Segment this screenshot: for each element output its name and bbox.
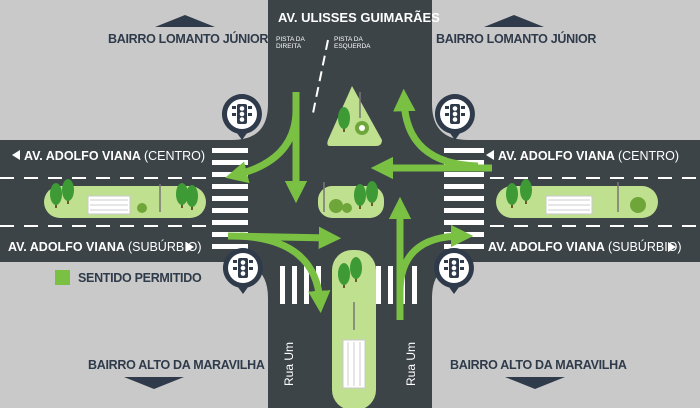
down-chevron-icon <box>505 377 565 389</box>
island-west <box>44 179 206 218</box>
lane-markings <box>0 177 700 227</box>
traffic-light-icon <box>222 248 263 294</box>
island-east <box>496 179 658 218</box>
adolfo-centro-right-main: AV. ADOLFO VIANA <box>498 149 615 163</box>
adolfo-suburbio-right-label: AV. ADOLFO VIANA (SUBÚRBIO) <box>488 240 682 254</box>
adolfo-centro-right-sub: (CENTRO) <box>617 149 680 163</box>
adolfo-centro-left-main: AV. ADOLFO VIANA <box>24 149 141 163</box>
rua-um-right-label: Rua Um <box>404 341 418 386</box>
up-chevron-icon <box>155 15 215 27</box>
left-triangle-icon <box>12 150 20 160</box>
down-chevron-icon <box>124 377 184 389</box>
adolfo-suburbio-right-main: AV. ADOLFO VIANA <box>488 240 605 254</box>
adolfo-suburbio-left-main: AV. ADOLFO VIANA <box>8 240 125 254</box>
pista-esquerda-label: PISTA DA ESQUERDA <box>334 36 371 50</box>
island-south <box>332 250 376 408</box>
legend-swatch <box>55 270 70 285</box>
arrow-ulisses-left-turn <box>225 109 300 184</box>
island-center <box>318 181 384 218</box>
arrow-west-right-turn <box>239 232 331 314</box>
adolfo-centro-left-sub: (CENTRO) <box>143 149 206 163</box>
alto-maravilha-right-label: BAIRRO ALTO DA MARAVILHA <box>450 358 627 372</box>
arrow-rua-um-right <box>396 224 474 293</box>
lomanto-junior-right-label: BAIRRO LOMANTO JÚNIOR <box>436 32 597 46</box>
adolfo-suburbio-left-sub: (SUBÚRBIO) <box>127 240 202 254</box>
ulisses-guimaraes-label: AV. ULISSES GUIMARÃES <box>278 10 440 25</box>
pista-direita-label: PISTA DA DIREITA <box>276 36 305 50</box>
permitted-direction-arrows <box>225 88 492 320</box>
alto-maravilha-left-label: BAIRRO ALTO DA MARAVILHA <box>88 358 265 372</box>
traffic-light-icon <box>221 94 262 140</box>
adolfo-centro-left-label: AV. ADOLFO VIANA (CENTRO) <box>24 149 205 163</box>
right-triangle-icon <box>186 242 194 252</box>
island-north-triangle <box>327 86 382 146</box>
traffic-light-icon <box>433 248 474 294</box>
adolfo-centro-right-label: AV. ADOLFO VIANA (CENTRO) <box>498 149 679 163</box>
legend-label: SENTIDO PERMITIDO <box>78 271 202 285</box>
right-triangle-icon <box>668 242 676 252</box>
arrow-east-right-turn <box>393 88 479 170</box>
lomanto-junior-left-label: BAIRRO LOMANTO JÚNIOR <box>108 32 269 46</box>
left-triangle-icon <box>486 150 494 160</box>
rua-um-left-label: Rua Um <box>282 341 296 386</box>
up-chevron-icon <box>484 15 544 27</box>
adolfo-suburbio-left-label: AV. ADOLFO VIANA (SUBÚRBIO) <box>8 240 202 254</box>
adolfo-suburbio-right-sub: (SUBÚRBIO) <box>607 240 682 254</box>
